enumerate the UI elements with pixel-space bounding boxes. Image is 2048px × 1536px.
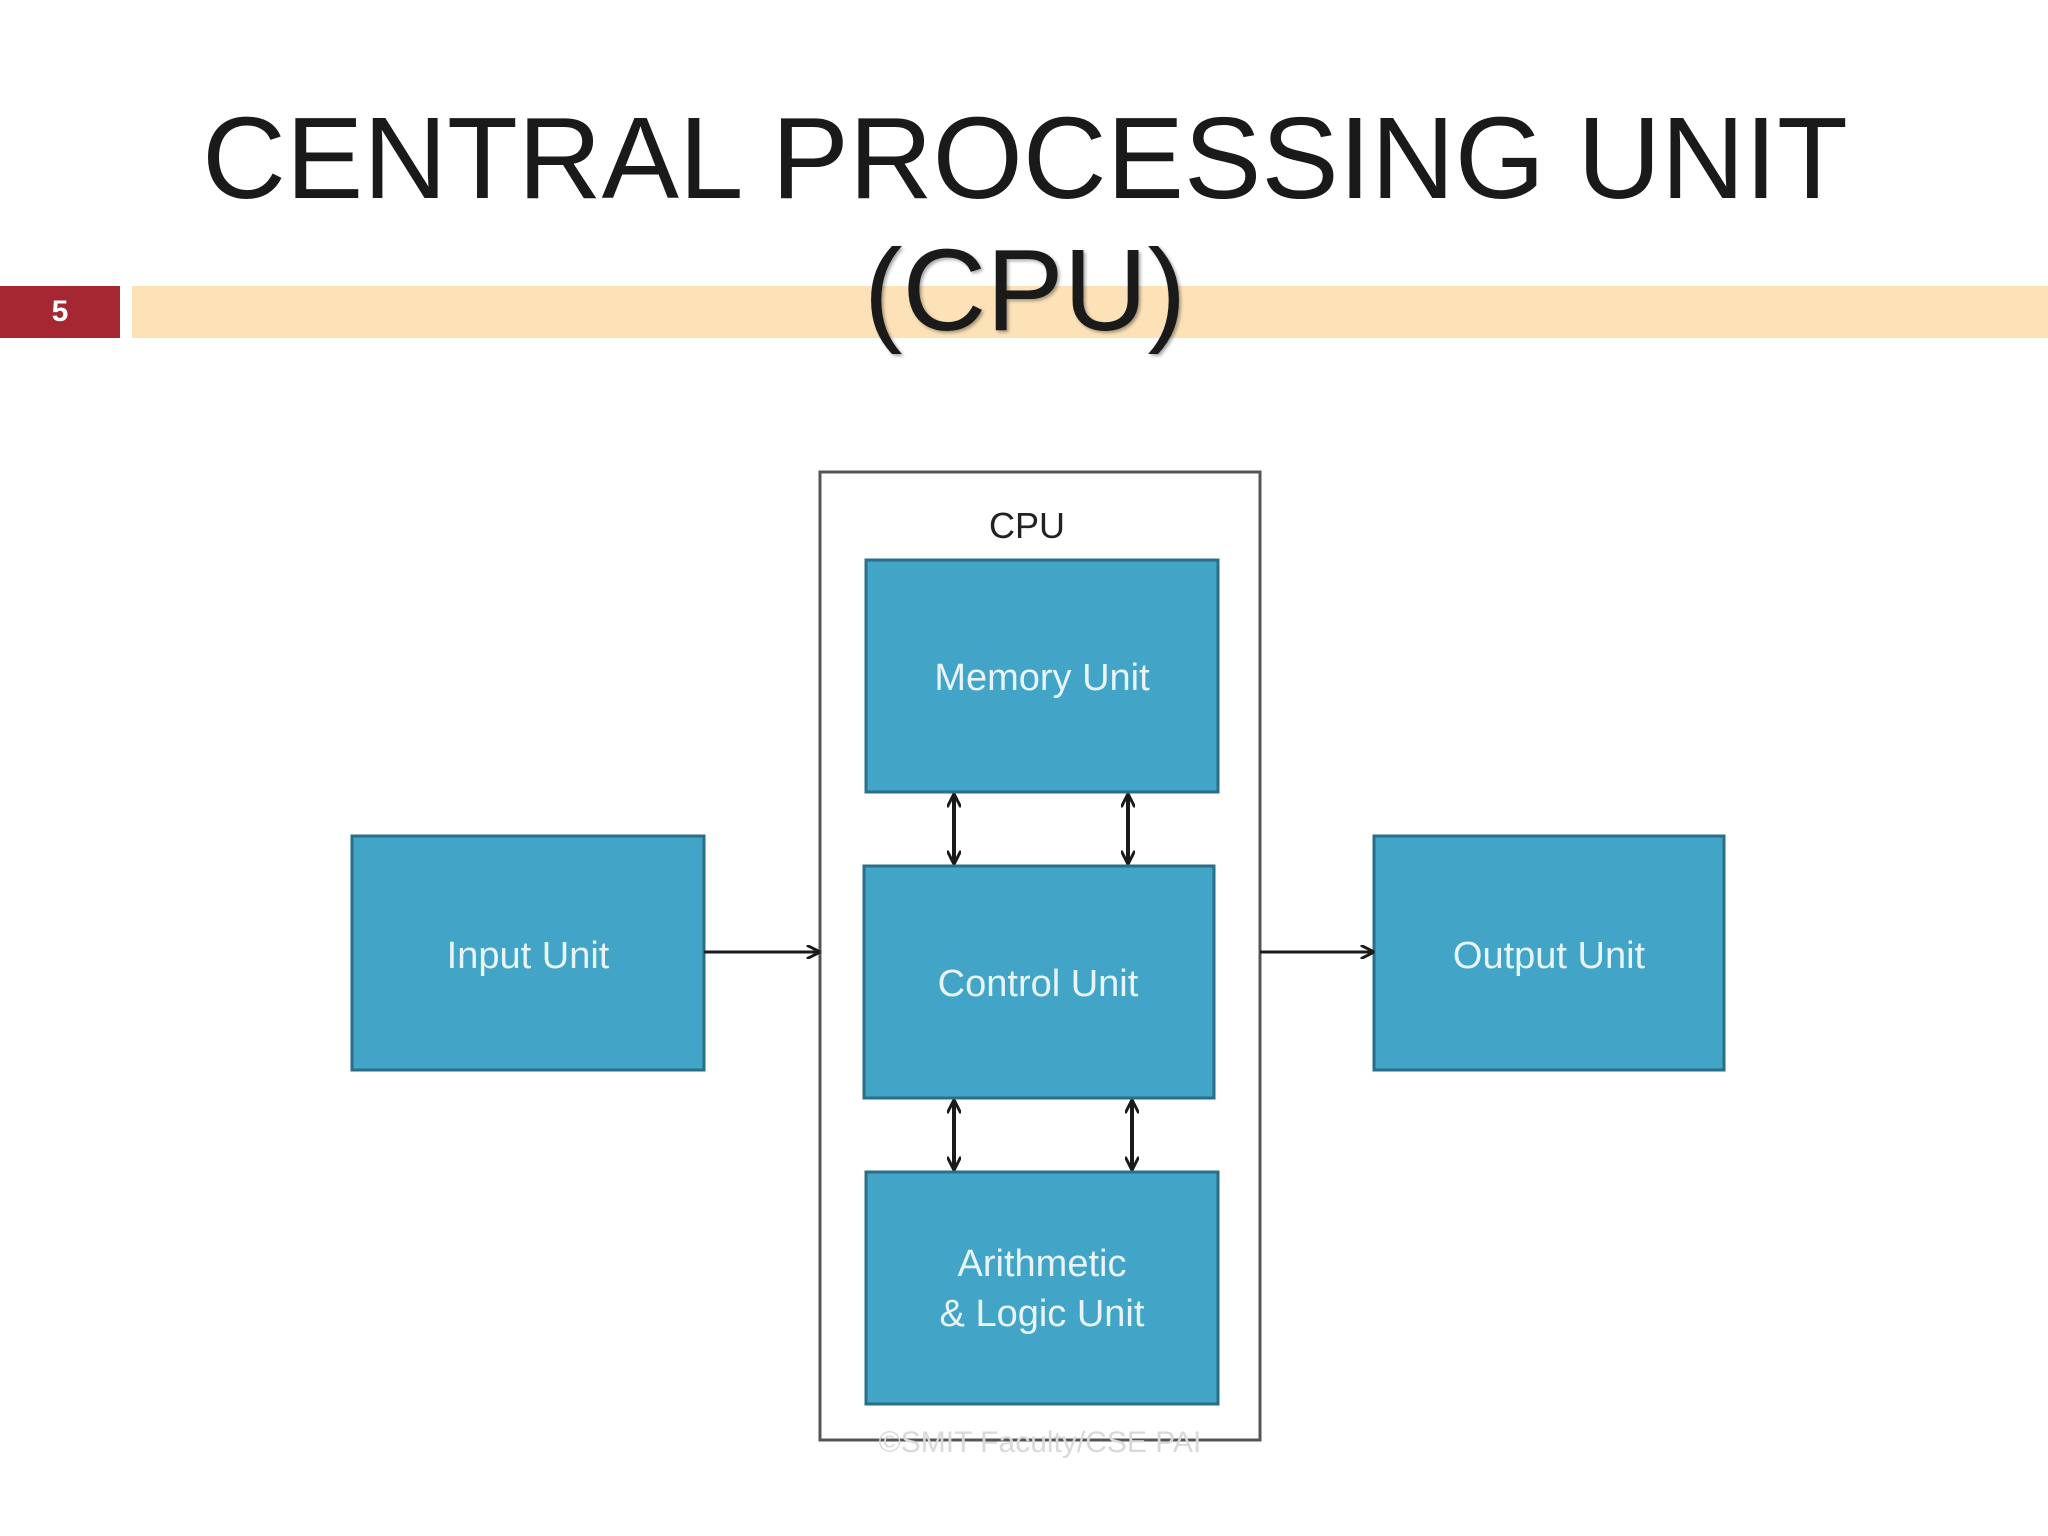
input-unit-label: Input Unit [447,935,610,977]
output-unit-box: Output Unit [1372,834,1726,1072]
output-unit-label: Output Unit [1453,935,1646,977]
alu-label-line1: Arithmetic [958,1243,1127,1285]
cpu-label: CPU [989,505,1065,546]
alu-box: Arithmetic & Logic Unit [864,1170,1220,1406]
slide-title-line1: CENTRAL PROCESSING UNIT [202,93,1848,223]
memory-unit-box: Memory Unit [864,558,1220,794]
control-unit-label: Control Unit [938,963,1139,1005]
slide-title-line2: (CPU) [863,225,1187,355]
alu-label-line2: & Logic Unit [940,1293,1145,1335]
slide-number: 5 [0,286,120,338]
control-unit-box: Control Unit [862,864,1216,1100]
slide-title: CENTRAL PROCESSING UNIT (CPU) [100,92,1950,356]
watermark-text: ©SMIT Faculty/CSE PAI [879,1426,1202,1459]
title-band [132,286,2048,338]
input-unit-box: Input Unit [350,834,706,1072]
memory-unit-label: Memory Unit [934,657,1150,699]
